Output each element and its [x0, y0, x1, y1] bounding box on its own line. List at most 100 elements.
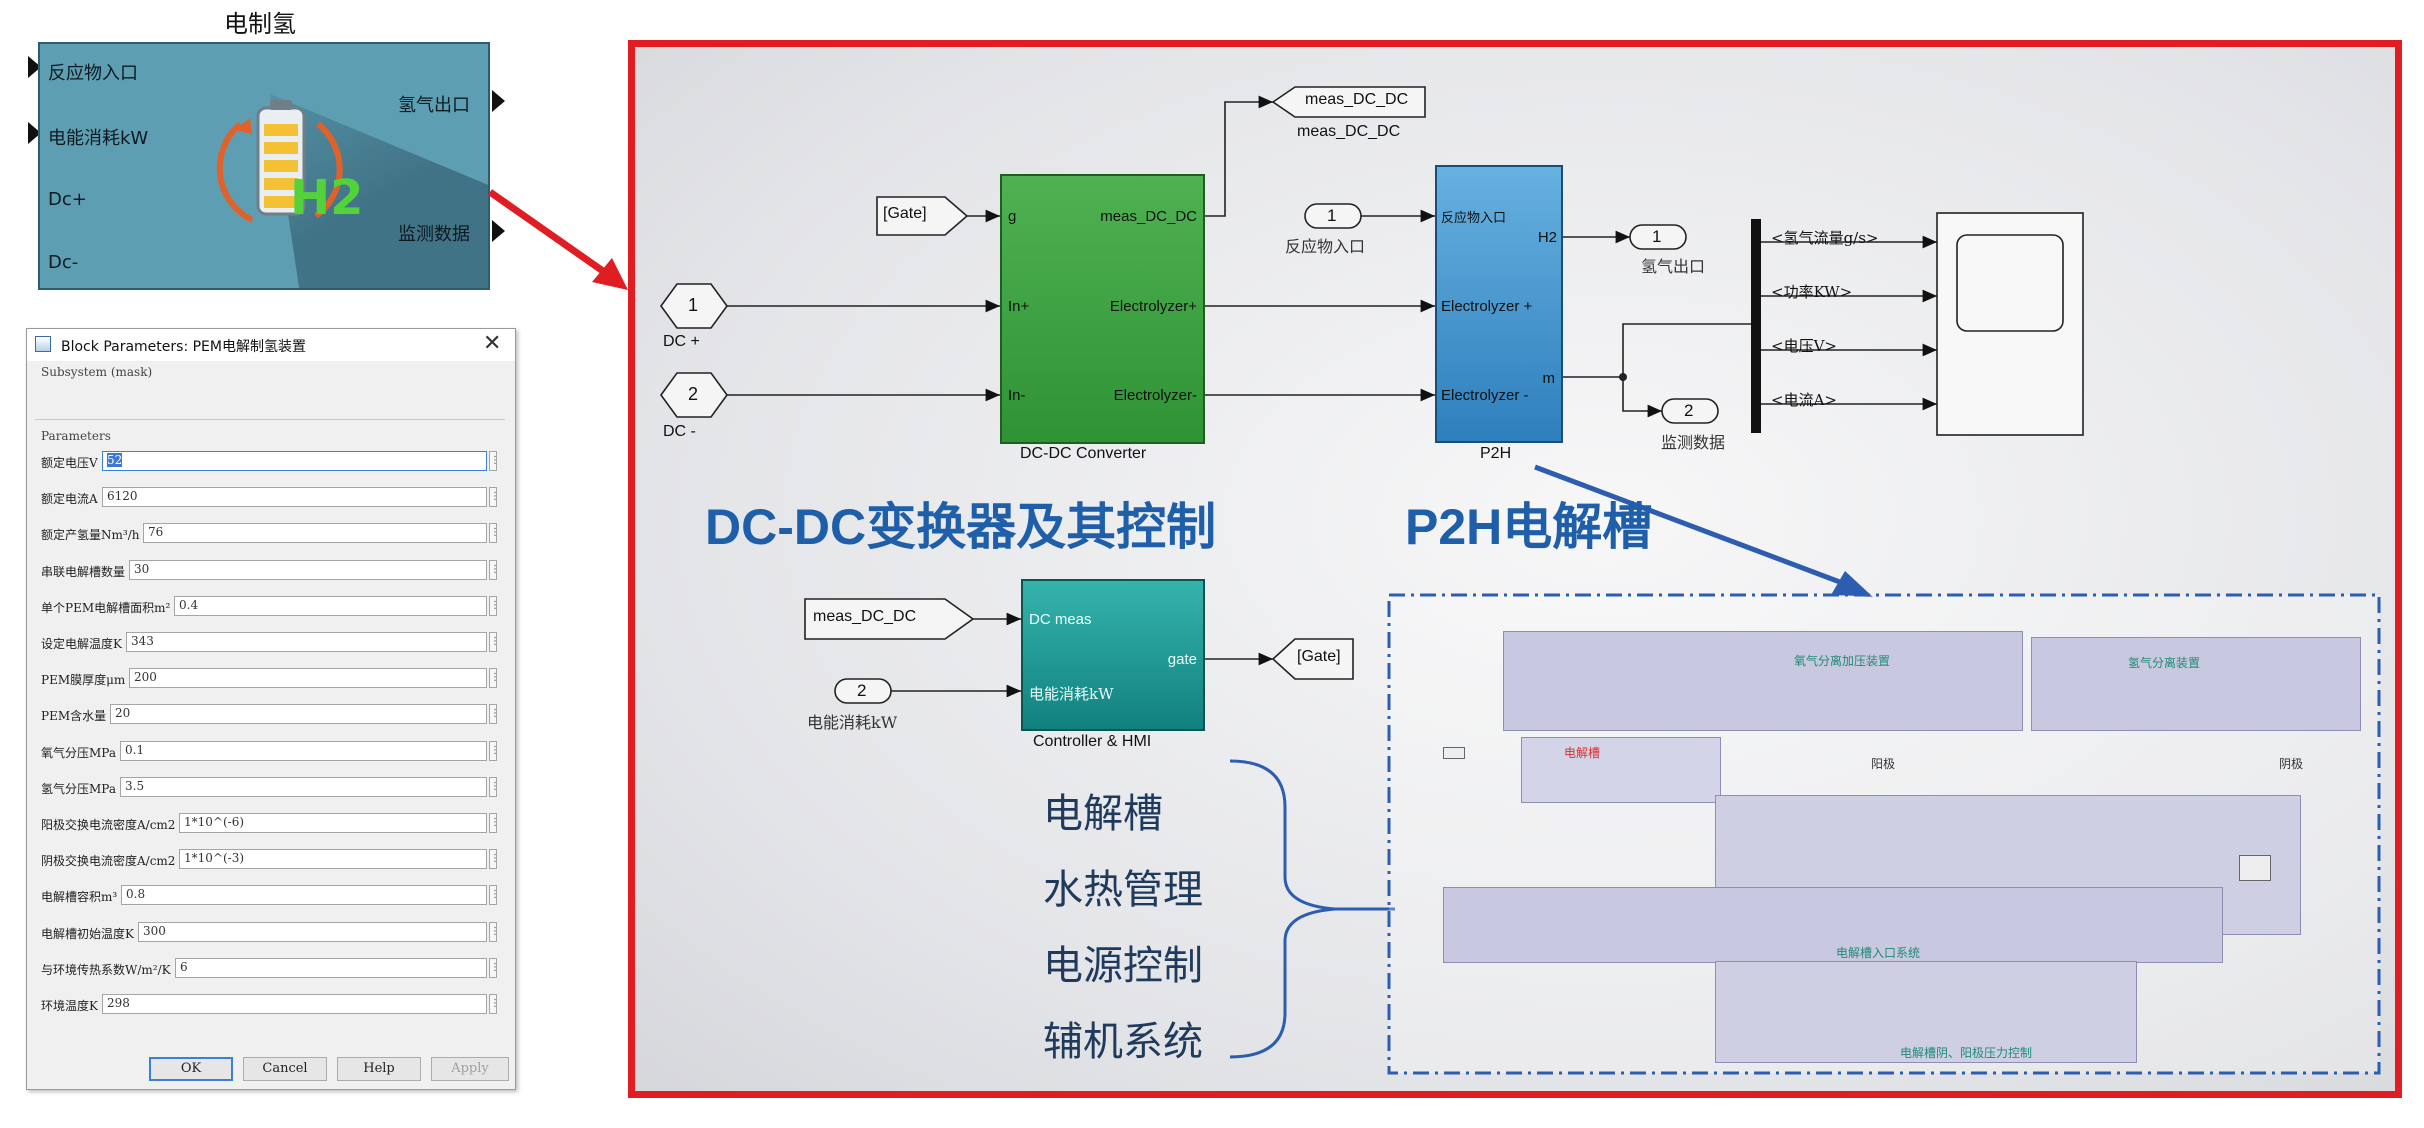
param-menu-icon[interactable]: ⋮: [489, 704, 500, 724]
param-menu-icon[interactable]: ⋮: [489, 885, 500, 905]
param-input[interactable]: 30: [129, 560, 487, 580]
inport-arrow-icon: [28, 56, 41, 78]
converter-name: DC-DC Converter: [1020, 445, 1147, 462]
param-menu-icon[interactable]: ⋮: [489, 813, 500, 833]
param-menu-icon[interactable]: ⋮: [489, 560, 500, 580]
param-input[interactable]: 3.5: [120, 777, 487, 797]
inport-dcplus-label: DC +: [663, 333, 700, 350]
outport-monitor-label: 监测数据: [1661, 433, 1726, 452]
controller-port-meas: DC meas: [1029, 611, 1092, 628]
converter-port-outplus: Electrolyzer+: [1109, 298, 1197, 315]
param-menu-icon[interactable]: ⋮: [489, 777, 500, 797]
inport-power-label: 电能消耗kW: [807, 713, 898, 732]
simulink-icon: [35, 336, 51, 352]
p2h-block[interactable]: 反应物入口 Electrolyzer + Electrolyzer - H2 m: [1435, 165, 1563, 443]
outport-arrow-icon: [492, 220, 505, 242]
param-value: 343: [131, 634, 154, 648]
help-button[interactable]: Help: [337, 1057, 421, 1081]
bus-signal-current: <电流A>: [1771, 391, 1837, 409]
parameters-section: Parameters: [41, 429, 111, 443]
param-input[interactable]: 6: [175, 958, 487, 978]
param-menu-icon[interactable]: ⋮: [489, 523, 500, 543]
close-icon[interactable]: ✕: [483, 331, 502, 356]
param-value: 6: [180, 960, 188, 974]
param-menu-icon[interactable]: ⋮: [489, 487, 500, 507]
param-menu-icon[interactable]: ⋮: [489, 596, 500, 616]
converter-port-g: g: [1008, 208, 1017, 225]
category-power-control: 电源控制: [1043, 943, 1203, 989]
param-label: PEM膜厚度μm: [41, 673, 126, 687]
electrolysis-block[interactable]: 反应物入口 电能消耗kW Dc+ Dc- 氢气出口 监测数据 H2: [38, 42, 490, 290]
subsystem-electrolyzer[interactable]: 电解槽: [1521, 737, 1721, 803]
controller-name: Controller & HMI: [1033, 733, 1152, 750]
param-input[interactable]: 76: [143, 523, 487, 543]
param-input[interactable]: 52: [102, 451, 487, 471]
bus-signal-power: <功率KW>: [1771, 283, 1853, 301]
param-input[interactable]: 6120: [102, 487, 487, 507]
inport-power-num: 2: [857, 681, 867, 700]
goto-meas-caption: meas_DC_DC: [1297, 123, 1401, 140]
param-input[interactable]: 20: [110, 704, 487, 724]
controller-hmi-block[interactable]: DC meas 电能消耗kW gate: [1021, 579, 1205, 731]
param-label: 串联电解槽数量: [41, 565, 126, 579]
param-menu-icon[interactable]: ⋮: [489, 668, 500, 688]
heading-p2h: P2H电解槽: [1405, 499, 1653, 555]
inport-dcplus-num: 1: [688, 295, 699, 315]
param-value: 1*10^(-6): [184, 815, 245, 829]
apply-button[interactable]: Apply: [431, 1057, 509, 1081]
block-port-reactant: 反应物入口: [48, 63, 138, 84]
converter-port-inminus: In-: [1008, 387, 1026, 404]
param-value: 76: [148, 525, 164, 539]
param-value: 52: [107, 453, 123, 467]
subsystem-oxygen[interactable]: 氧气分离加压装置: [1503, 631, 2023, 731]
param-input[interactable]: 200: [129, 668, 487, 688]
ok-button[interactable]: OK: [149, 1057, 233, 1081]
param-input[interactable]: 0.4: [174, 596, 487, 616]
param-menu-icon[interactable]: ⋮: [489, 958, 500, 978]
battery-icon: [216, 100, 343, 223]
param-input[interactable]: 298: [102, 994, 487, 1014]
dc-dc-converter-block[interactable]: g In+ In- meas_DC_DC Electrolyzer+ Elect…: [1000, 174, 1205, 444]
p2h-port-inminus: Electrolyzer -: [1441, 387, 1529, 404]
subsystem-inlet[interactable]: 电解槽入口系统: [1443, 887, 2223, 963]
cancel-button[interactable]: Cancel: [243, 1057, 327, 1081]
param-label: 氧气分压MPa: [41, 746, 116, 760]
param-label: 单个PEM电解槽面积m²: [41, 601, 171, 615]
heading-dcdc: DC-DC变换器及其控制: [705, 499, 1217, 555]
category-thermal: 水热管理: [1043, 867, 1203, 913]
controller-port-power: 电能消耗kW: [1029, 685, 1114, 703]
from-meas-tag: meas_DC_DC: [813, 608, 917, 625]
goto-gate-tag: [Gate]: [1297, 648, 1341, 665]
param-menu-icon[interactable]: ⋮: [489, 451, 500, 471]
block-title: 电制氢: [224, 10, 296, 38]
param-menu-icon[interactable]: ⋮: [489, 741, 500, 761]
inport-dcminus-label: DC -: [663, 423, 696, 440]
param-input[interactable]: 300: [138, 922, 487, 942]
param-menu-icon[interactable]: ⋮: [489, 849, 500, 869]
param-label: 额定电压V: [41, 456, 98, 470]
param-input[interactable]: 343: [126, 632, 487, 652]
param-label: 电解槽初始温度K: [41, 927, 134, 941]
inport-dcminus-num: 2: [688, 384, 699, 404]
param-menu-icon[interactable]: ⋮: [489, 922, 500, 942]
bus-signal-voltage: <电压V>: [1771, 337, 1837, 355]
param-input[interactable]: 0.1: [120, 741, 487, 761]
outport-h2-label: 氢气出口: [1641, 257, 1706, 276]
param-menu-icon[interactable]: ⋮: [489, 632, 500, 652]
param-input[interactable]: 1*10^(-6): [179, 813, 487, 833]
param-label: 阴极交换电流密度A/cm2: [41, 854, 176, 868]
param-input[interactable]: 1*10^(-3): [179, 849, 487, 869]
param-value: 200: [134, 670, 157, 684]
h2-badge: H2: [290, 170, 364, 226]
param-label: PEM含水量: [41, 709, 107, 723]
param-value: 300: [143, 924, 166, 938]
subsystem-pressure[interactable]: 电解槽阴、阳极压力控制: [1715, 961, 2137, 1063]
inport-reactant-num: 1: [1327, 206, 1337, 225]
param-input[interactable]: 0.8: [121, 885, 487, 905]
p2h-name: P2H: [1480, 445, 1512, 462]
outport-arrow-icon: [492, 90, 505, 112]
param-menu-icon[interactable]: ⋮: [489, 994, 500, 1014]
block-port-power: 电能消耗kW: [48, 128, 149, 149]
subsystem-hydrogen[interactable]: 氢气分离装置: [2031, 637, 2361, 731]
converter-port-outminus: Electrolyzer-: [1113, 387, 1197, 404]
